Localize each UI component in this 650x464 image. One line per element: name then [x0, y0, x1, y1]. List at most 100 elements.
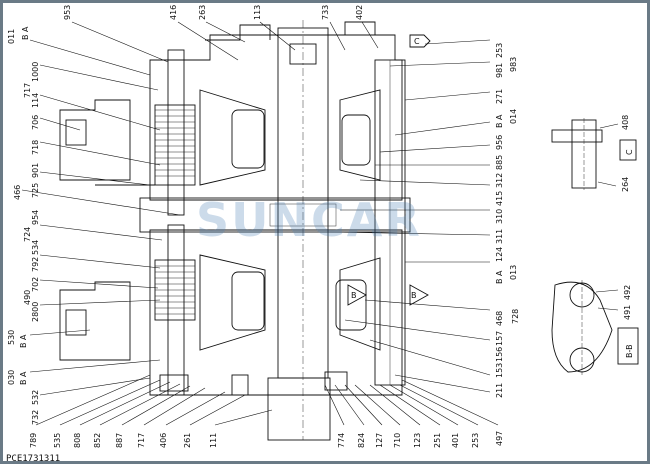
lower-housing — [149, 229, 403, 396]
label-right-312: 312 — [495, 173, 504, 188]
upper-port — [344, 21, 376, 35]
label-bottom-789: 789 — [29, 433, 38, 448]
b-view-marker-label: B — [411, 291, 417, 300]
label-right-211: 211 — [495, 383, 504, 398]
label-bottom-127: 127 — [375, 433, 384, 448]
lower-gear-teeth — [155, 265, 195, 315]
upper-gear-shaft — [167, 49, 185, 216]
callouts-top: 953 416 263 113 733 402 — [63, 5, 379, 63]
label-bottom-535: 535 — [53, 433, 62, 448]
label-top-113: 113 — [253, 5, 262, 20]
label-right-157: 157 — [495, 331, 504, 346]
detail-c-label-408: 408 — [621, 115, 630, 130]
label-right-124: 124 — [495, 247, 504, 262]
label-left-718: 718 — [31, 140, 40, 155]
label-bottom-406: 406 — [159, 433, 168, 448]
label-right-728: 728 — [511, 309, 520, 324]
label-bottom-710: 710 — [393, 433, 402, 448]
label-left-534: 534 — [31, 240, 40, 255]
label-bottom-401: 401 — [451, 433, 460, 448]
lower-regulator — [59, 281, 131, 361]
c-view-marker-label: C — [414, 37, 420, 46]
label-right-981: 981 — [495, 63, 504, 78]
lower-cylinder-left — [199, 254, 266, 351]
label-right-885: 885 — [495, 155, 504, 170]
upper-piston-left — [231, 109, 265, 169]
label-right-415: 415 — [495, 191, 504, 206]
main-assembly: C B B — [59, 20, 431, 441]
lower-cylinder-right — [339, 257, 381, 351]
lower-regulator-valve — [65, 309, 87, 336]
shaft-top-cap — [289, 43, 317, 65]
label-left-724: 724 — [23, 227, 32, 242]
label-right-253: 253 — [495, 43, 504, 58]
drawing-code: PCE1731311 — [6, 454, 60, 464]
label-right-311: 311 — [495, 229, 504, 244]
upper-cylinder-right — [339, 89, 381, 181]
detail-c-label-264: 264 — [621, 177, 630, 192]
label-right-ba-2: B A — [495, 270, 504, 284]
label-left-1000: 1000 — [31, 62, 40, 82]
detail-c-top-bar — [551, 129, 603, 143]
upper-piston-right — [341, 114, 371, 166]
section-bb-label-491: 491 — [623, 305, 632, 320]
label-left-490: 490 — [23, 290, 32, 305]
label-right-497: 497 — [495, 431, 504, 446]
shaft-output-end — [267, 377, 331, 441]
label-right-310: 310 — [495, 209, 504, 224]
upper-cylinder-left — [199, 89, 266, 186]
label-left-114: 114 — [31, 93, 40, 108]
label-left-725: 725 — [31, 183, 40, 198]
section-bb-view-label: B-B — [625, 344, 634, 358]
label-bottom-111: 111 — [209, 433, 218, 448]
label-left-792: 792 — [31, 257, 40, 272]
label-right-014: 014 — [509, 109, 518, 124]
label-bottom-852: 852 — [93, 433, 102, 448]
label-left-954: 954 — [31, 210, 40, 225]
label-bottom-251: 251 — [433, 433, 442, 448]
bottom-bolt-left — [159, 374, 189, 392]
callouts-bottom: 789 535 808 852 887 717 406 261 111 774 … — [29, 374, 499, 448]
label-left-011: 011 — [7, 29, 16, 44]
label-right-156: 156 — [495, 347, 504, 362]
label-left-532: 532 — [31, 390, 40, 405]
label-top-402: 402 — [355, 5, 364, 20]
label-right-153: 153 — [495, 363, 504, 378]
label-bottom-808: 808 — [73, 433, 82, 448]
label-left-ba-3: B A — [19, 371, 28, 385]
label-left-732: 732 — [31, 410, 40, 425]
detail-c-view-label: C — [625, 149, 634, 155]
label-top-263: 263 — [198, 5, 207, 20]
label-left-ba-1: B A — [21, 26, 30, 40]
label-right-013: 013 — [509, 265, 518, 280]
label-bottom-253: 253 — [471, 433, 480, 448]
label-bottom-887: 887 — [115, 433, 124, 448]
label-right-468: 468 — [495, 311, 504, 326]
section-b-b: 492 491 B-B — [551, 280, 639, 375]
label-right-271: 271 — [495, 89, 504, 104]
section-bb-view-box — [617, 327, 639, 365]
label-left-717: 717 — [23, 83, 32, 98]
label-right-ba-1: B A — [495, 114, 504, 128]
label-right-983: 983 — [509, 57, 518, 72]
label-bottom-824: 824 — [357, 433, 366, 448]
callouts-left: 011 B A 1000 717 114 706 718 901 725 466… — [7, 26, 181, 425]
label-left-030: 030 — [7, 370, 16, 385]
upper-regulator — [59, 99, 131, 181]
upper-gear-teeth — [155, 109, 195, 177]
bottom-bolt-right — [324, 371, 348, 391]
b-view-marker-right — [409, 284, 429, 306]
detail-c-view-box — [619, 139, 637, 161]
b-view-marker-inner-label: B — [351, 291, 357, 300]
label-left-466: 466 — [13, 185, 22, 200]
middle-block — [139, 197, 411, 233]
label-left-702: 702 — [31, 277, 40, 292]
suncar-watermark: SUNCAR — [196, 193, 422, 247]
upper-housing — [149, 34, 403, 201]
lower-gear-shaft — [167, 224, 185, 396]
label-bottom-774: 774 — [337, 433, 346, 448]
label-bottom-261: 261 — [183, 433, 192, 448]
lower-piston-left — [231, 271, 265, 331]
upper-flange — [205, 24, 271, 41]
